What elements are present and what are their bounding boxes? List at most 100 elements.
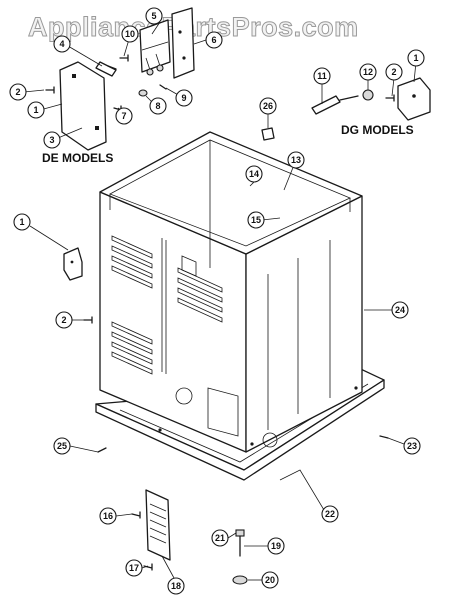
callout-2-de: 2 xyxy=(9,83,27,101)
access-panel-slots xyxy=(149,503,167,544)
svg-text:21: 21 xyxy=(215,533,225,543)
square-cutout xyxy=(181,255,197,277)
callout-22: 22 xyxy=(321,505,339,523)
callouts: 1 2 3 4 5 6 7 8 9 10 11 12 2 1 26 14 13 … xyxy=(9,7,425,595)
screw-9-icon xyxy=(159,84,167,90)
svg-text:7: 7 xyxy=(121,111,126,121)
svg-text:2: 2 xyxy=(15,87,20,97)
bracket-panel-dg xyxy=(397,77,431,121)
callout-12: 12 xyxy=(359,63,377,81)
cover-plate xyxy=(171,7,195,79)
screw-4-icon xyxy=(107,65,117,70)
cord-wire xyxy=(339,95,359,101)
center-rib xyxy=(161,238,167,374)
svg-text:8: 8 xyxy=(155,101,160,111)
clip-26 xyxy=(261,127,275,141)
svg-text:4: 4 xyxy=(59,39,64,49)
callout-26: 26 xyxy=(259,97,277,115)
callout-16: 16 xyxy=(99,507,117,525)
screw-2-dg-icon xyxy=(385,94,395,102)
terminal-panel-de xyxy=(59,61,107,151)
screw-17-icon xyxy=(143,563,153,571)
svg-text:2: 2 xyxy=(61,315,66,325)
svg-text:26: 26 xyxy=(263,101,273,111)
svg-text:25: 25 xyxy=(57,441,67,451)
callout-2-side: 2 xyxy=(55,311,73,329)
round-hole-icon xyxy=(175,387,193,405)
callout-20: 20 xyxy=(261,571,279,589)
callout-1-dg: 1 xyxy=(407,49,425,67)
callout-1-de: 1 xyxy=(27,101,45,119)
svg-text:24: 24 xyxy=(395,305,405,315)
cover-hole-icon xyxy=(182,56,186,60)
callout-19: 19 xyxy=(267,537,285,555)
access-panel xyxy=(145,489,171,561)
svg-text:11: 11 xyxy=(317,71,327,81)
round-hole-icon xyxy=(262,432,278,448)
callout-7: 7 xyxy=(115,107,133,125)
access-opening xyxy=(207,387,239,437)
callout-9: 9 xyxy=(175,89,193,107)
leader-lines xyxy=(23,21,417,581)
panel-hole-icon xyxy=(95,126,99,130)
svg-text:10: 10 xyxy=(125,29,135,39)
terminal-panel-side xyxy=(63,247,83,281)
callout-21: 21 xyxy=(211,529,229,547)
bracket-hole-icon xyxy=(412,94,416,98)
callout-4: 4 xyxy=(53,35,71,53)
screw-2-de-icon xyxy=(45,86,55,94)
power-cord-dg xyxy=(311,95,341,115)
svg-text:13: 13 xyxy=(291,155,301,165)
de-models-label: DE MODELS xyxy=(42,151,113,165)
svg-text:9: 9 xyxy=(181,93,186,103)
callout-5: 5 xyxy=(145,7,163,25)
terminal-screw-icon xyxy=(146,68,154,76)
rim-flange xyxy=(109,194,351,212)
dg-models-label: DG MODELS xyxy=(341,123,414,137)
de-models-group: DE MODELS xyxy=(42,7,195,165)
nut-20-icon xyxy=(232,575,248,585)
svg-text:23: 23 xyxy=(407,441,417,451)
svg-text:14: 14 xyxy=(249,169,259,179)
svg-text:12: 12 xyxy=(363,67,373,77)
svg-text:1: 1 xyxy=(33,105,38,115)
callout-17: 17 xyxy=(125,559,143,577)
leg-head-21-icon xyxy=(235,529,245,537)
corner-screw-icon xyxy=(250,442,254,446)
strain-relief-icon xyxy=(362,89,374,101)
panel-hole-icon xyxy=(70,260,74,264)
cover-hole-icon xyxy=(178,30,182,34)
svg-text:5: 5 xyxy=(151,11,156,21)
svg-text:15: 15 xyxy=(251,215,261,225)
callout-2-dg: 2 xyxy=(385,63,403,81)
callout-1-side: 1 xyxy=(13,213,31,231)
callout-10: 10 xyxy=(121,25,139,43)
foot-screw-25-icon xyxy=(97,447,107,453)
callout-14: 14 xyxy=(245,165,263,183)
svg-text:18: 18 xyxy=(171,581,181,591)
svg-text:20: 20 xyxy=(265,575,275,585)
right-side-ribs xyxy=(267,240,331,430)
svg-text:17: 17 xyxy=(129,563,139,573)
callout-15: 15 xyxy=(247,211,265,229)
svg-text:3: 3 xyxy=(49,135,54,145)
svg-text:1: 1 xyxy=(413,53,418,63)
foot-screw-23-icon xyxy=(379,435,389,439)
dg-models-group: DG MODELS xyxy=(311,77,431,137)
callout-13: 13 xyxy=(287,151,305,169)
access-panel-group xyxy=(131,489,171,571)
callout-25: 25 xyxy=(53,437,71,455)
left-louvers xyxy=(111,235,223,375)
svg-text:6: 6 xyxy=(211,35,216,45)
svg-text:2: 2 xyxy=(391,67,396,77)
svg-text:16: 16 xyxy=(103,511,113,521)
terminal-detail xyxy=(141,41,169,71)
nut-8-icon xyxy=(138,89,148,97)
svg-text:19: 19 xyxy=(271,541,281,551)
svg-text:22: 22 xyxy=(325,509,335,519)
screw-16-icon xyxy=(131,511,141,519)
terminal-screw-icon xyxy=(156,64,164,72)
panel-hole-icon xyxy=(72,74,76,78)
svg-text:1: 1 xyxy=(19,217,24,227)
